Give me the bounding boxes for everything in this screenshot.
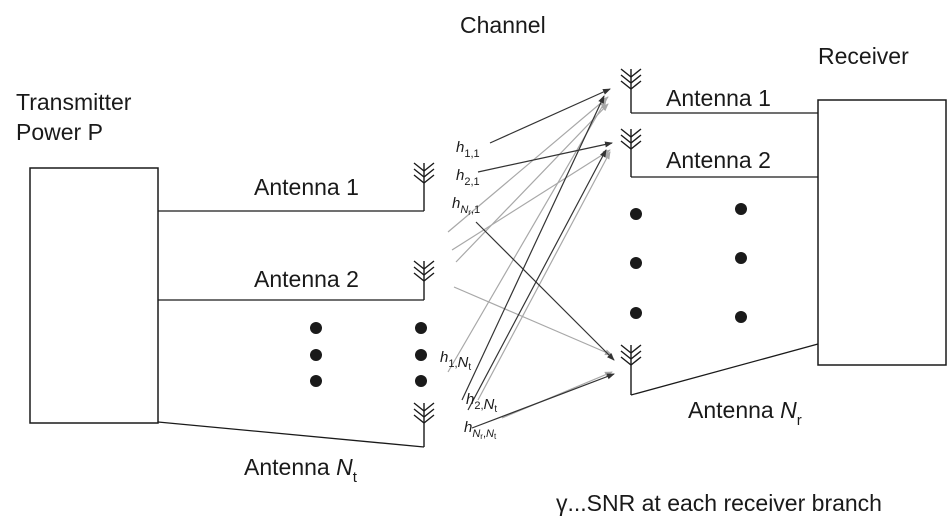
svg-text:h1,1: h1,1 [456, 139, 480, 160]
tx-antenna-nt-icon [413, 402, 435, 447]
coeff-h1nt: h1,Nt [440, 349, 471, 373]
tx-antenna-2-icon [413, 260, 435, 300]
rx-antenna-nr-icon [620, 344, 642, 395]
coeff-h21: h2,1 [456, 167, 480, 188]
rx-antenna-2-label: Antenna 2 [666, 147, 771, 173]
channel-arrows-dark [461, 88, 615, 429]
rx-antenna-nr-label: Antenna Nr [688, 397, 802, 429]
coeff-h11: h1,1 [456, 139, 480, 160]
rx-feed-line-nr [630, 343, 819, 396]
svg-text:h2,1: h2,1 [456, 167, 480, 188]
tx-antenna-1-label: Antenna 1 [254, 174, 359, 200]
svg-text:hNr,Nt: hNr,Nt [464, 419, 497, 441]
rx-antenna-2-icon [620, 128, 642, 177]
receiver-label: Receiver [818, 43, 909, 69]
tx-antenna-nt-label: Antenna Nt [244, 454, 358, 486]
receiver-box [817, 99, 947, 366]
channel-arrows-light [447, 96, 613, 419]
rx-antenna-1-icon [620, 68, 642, 113]
coeff-hnr1: hNr,1 [452, 195, 480, 217]
coeff-h2nt: h2,Nt [466, 391, 497, 415]
tx-feed-line-nt [157, 421, 425, 448]
transmitter-label: Transmitter [16, 89, 132, 115]
tx-ellipsis-dots [310, 322, 427, 387]
channel-title: Channel [460, 12, 546, 38]
rx-antenna-1-label: Antenna 1 [666, 85, 771, 111]
snr-footnote: γ...SNR at each receiver branch [556, 490, 882, 516]
svg-text:h2,Nt: h2,Nt [466, 391, 497, 415]
tx-antenna-2-label: Antenna 2 [254, 266, 359, 292]
svg-text:hNr,1: hNr,1 [452, 195, 480, 217]
rx-ellipsis-dots [630, 203, 747, 323]
transmitter-box [29, 167, 159, 424]
coeff-hnrnt: hNr,Nt [464, 419, 497, 441]
svg-text:h1,Nt: h1,Nt [440, 349, 471, 373]
tx-antenna-1-icon [413, 162, 435, 211]
transmitter-power-label: Power P [16, 119, 103, 145]
